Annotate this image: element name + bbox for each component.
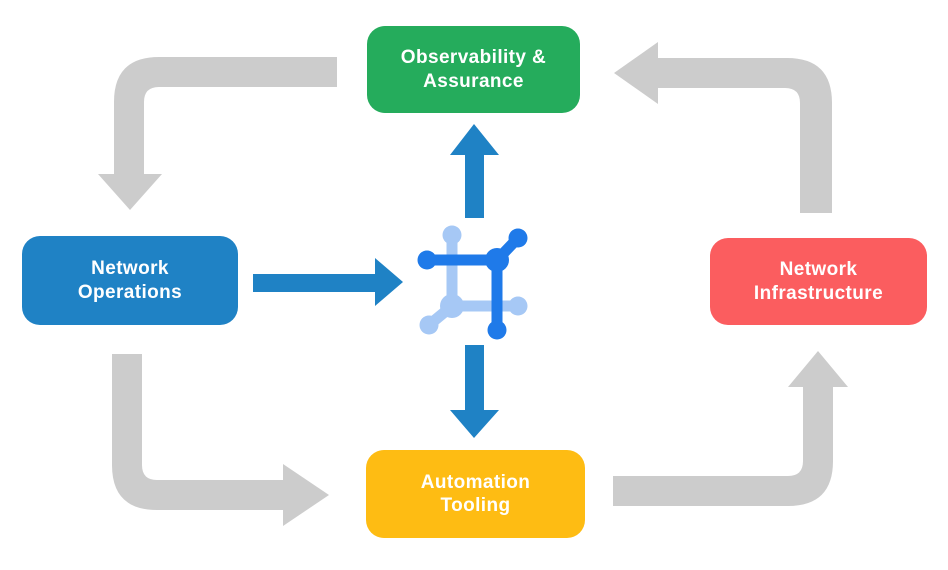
icon-node [440, 294, 464, 318]
node-observability-assurance: Observability & Assurance [367, 26, 580, 113]
network-mesh-icon [417, 225, 528, 340]
icon-node [508, 296, 528, 316]
node-infrastructure-label: Network Infrastructure [753, 259, 884, 304]
icon-node [442, 225, 462, 245]
arrow-observability-to-operations [98, 57, 337, 210]
arrow-center-to-observability [450, 124, 499, 218]
arrow-infrastructure-to-observability [614, 42, 832, 213]
node-observability-label: Observability & Assurance [400, 47, 547, 92]
node-network-infrastructure: Network Infrastructure [710, 238, 927, 325]
arrow-operations-to-center [253, 258, 403, 306]
node-network-operations: Network Operations [22, 236, 238, 325]
icon-node [417, 250, 437, 270]
network-mesh-icon-dark-nodes [417, 228, 528, 340]
node-automation-tooling: Automation Tooling [366, 450, 585, 538]
arrow-automation-to-infrastructure [613, 351, 848, 506]
icon-node [508, 228, 528, 248]
node-operations-label: Network Operations [77, 258, 183, 303]
icon-node [419, 315, 439, 335]
icon-node [485, 248, 509, 272]
node-automation-label: Automation Tooling [420, 471, 531, 516]
arrow-center-to-automation [450, 345, 499, 438]
icon-node [487, 320, 507, 340]
arrow-operations-to-automation [112, 354, 329, 526]
network-mesh-icon-light-nodes [419, 225, 528, 335]
